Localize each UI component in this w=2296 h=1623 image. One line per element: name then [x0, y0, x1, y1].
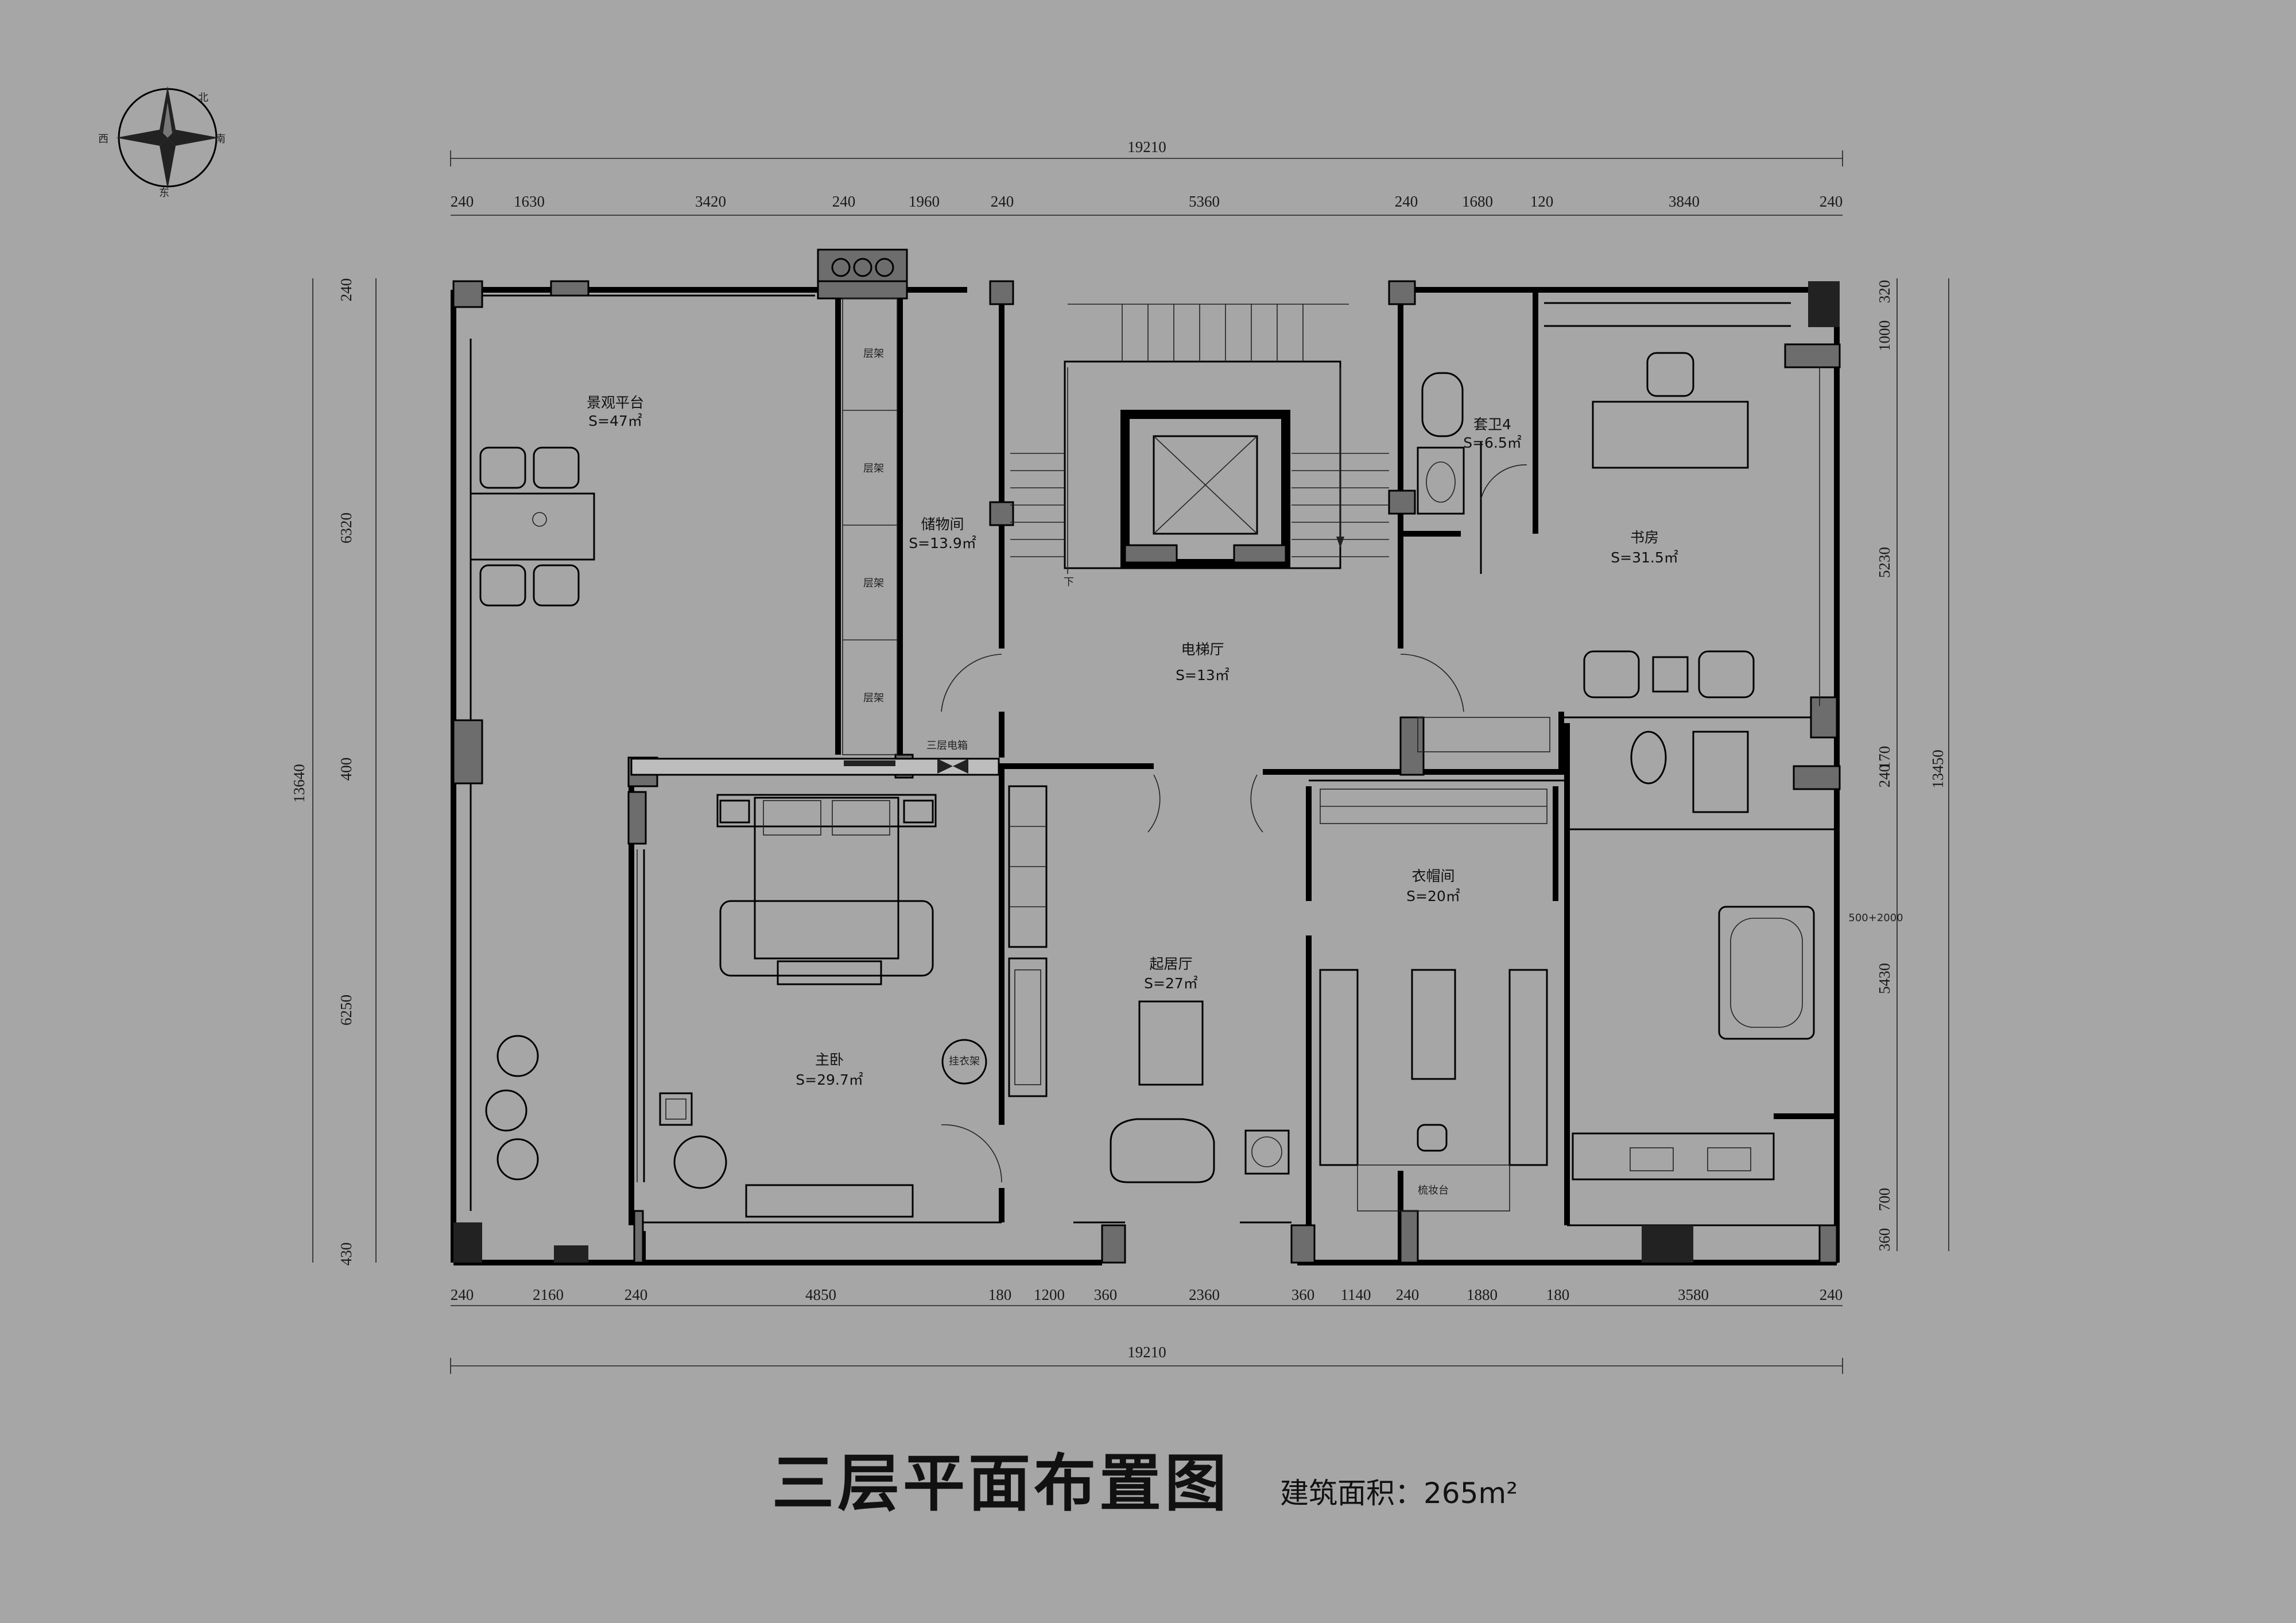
- living-furniture: [1073, 1000, 1292, 1224]
- top-dim-7: 5360: [1189, 193, 1220, 210]
- study-furniture: [1583, 352, 1820, 706]
- top-dim-1: 240: [451, 193, 474, 210]
- electric-panel-label: 三层电箱: [926, 740, 968, 752]
- top-dim-6: 240: [991, 193, 1014, 210]
- left-dim-3: 400: [338, 758, 355, 781]
- rack-label-4: 层架: [863, 692, 884, 704]
- bottom-dim-11: 240: [1396, 1286, 1420, 1303]
- bottom-dim-10: 1140: [1341, 1286, 1371, 1303]
- elevator-hall-area: S=13㎡: [1176, 667, 1230, 684]
- top-dim-9: 1680: [1462, 193, 1493, 210]
- compass-icon: [116, 86, 219, 189]
- right-dim-8: 360: [1876, 1228, 1893, 1252]
- bottom-dim-12: 1880: [1467, 1286, 1498, 1303]
- left-dim-5: 430: [338, 1243, 355, 1266]
- right-dim-1: 320: [1876, 280, 1893, 304]
- dimension-lines: [312, 150, 1949, 1374]
- stair-down-label: 下: [1064, 576, 1074, 588]
- bath-note-label: 500+2000: [1848, 912, 1903, 924]
- compass-east-label: 东: [159, 187, 169, 199]
- bottom-dim-14: 3580: [1678, 1286, 1709, 1303]
- top-dim-3: 3420: [695, 193, 726, 210]
- right-dim-4: 170: [1876, 746, 1893, 770]
- bath4-name: 套卫4: [1473, 416, 1511, 433]
- elevator: [1120, 410, 1290, 568]
- master-bedroom-name: 主卧: [815, 1051, 844, 1068]
- top-dim-11: 3840: [1669, 193, 1700, 210]
- closet-name: 衣帽间: [1411, 868, 1455, 884]
- bottom-dim-9: 360: [1292, 1286, 1315, 1303]
- bottom-total-dim: 19210: [1127, 1344, 1166, 1361]
- right-dim-2: 1000: [1876, 320, 1893, 351]
- rack-label-1: 层架: [863, 348, 884, 360]
- bath4-fixtures: [1417, 372, 1482, 574]
- electric-panel-icon: [937, 759, 968, 774]
- terrace-dining-set: [470, 446, 595, 607]
- terrace-area: S=47㎡: [588, 413, 642, 429]
- bottom-dim-7: 360: [1094, 1286, 1118, 1303]
- bathroom-fixtures: [1572, 731, 1815, 1181]
- compass-north-label: 北: [198, 92, 208, 104]
- top-dim-4: 240: [832, 193, 856, 210]
- coat-rack-label: 挂衣架: [949, 1055, 980, 1067]
- living-area: S=27㎡: [1144, 975, 1198, 992]
- master-bedroom-area: S=29.7㎡: [796, 1071, 863, 1088]
- top-dim-5: 1960: [909, 193, 940, 210]
- living-cabinets: [1008, 785, 1048, 1097]
- top-dim-12: 240: [1820, 193, 1843, 210]
- top-dim-10: 120: [1530, 193, 1554, 210]
- study-area: S=31.5㎡: [1611, 549, 1678, 566]
- bottom-dim-13: 180: [1546, 1286, 1570, 1303]
- bottom-dim-4: 4850: [805, 1286, 836, 1303]
- right-dim-3: 5230: [1876, 547, 1893, 578]
- right-dim-5: 240: [1876, 764, 1893, 788]
- closet-area: S=20㎡: [1406, 888, 1460, 904]
- bottom-dim-8: 2360: [1189, 1286, 1220, 1303]
- bottom-dim-5: 180: [988, 1286, 1012, 1303]
- building-area: 建筑面积：265m²: [1280, 1477, 1518, 1510]
- left-dim-2: 6320: [338, 512, 355, 543]
- master-bed: [637, 794, 987, 1218]
- bath4-area: S=6.5㎡: [1463, 434, 1522, 451]
- study-name: 书房: [1630, 529, 1659, 546]
- top-total-dim: 19210: [1127, 138, 1166, 156]
- storage-area: S=13.9㎡: [909, 535, 976, 552]
- right-dim-6: 5430: [1876, 963, 1893, 994]
- right-total-dim: 13450: [1929, 750, 1946, 789]
- door-swings: [941, 464, 1557, 1183]
- rack-label-2: 层架: [863, 463, 884, 475]
- left-total-dim: 13640: [290, 764, 308, 803]
- right-dim-7: 700: [1876, 1188, 1893, 1212]
- compass-south-label: 南: [215, 133, 226, 145]
- compass-west-label: 西: [98, 133, 108, 145]
- storage-shelves: [831, 258, 898, 755]
- bottom-dim-1: 240: [451, 1286, 474, 1303]
- terrace-name: 景观平台: [587, 394, 644, 411]
- terrace-lounge-chairs: [485, 1035, 539, 1181]
- left-dim-1: 240: [338, 278, 355, 302]
- left-dim-4: 6250: [338, 995, 355, 1026]
- top-dim-2: 1630: [514, 193, 545, 210]
- bottom-dim-3: 240: [625, 1286, 648, 1303]
- bottom-dim-6: 1200: [1034, 1286, 1065, 1303]
- storage-name: 储物间: [921, 516, 964, 533]
- bottom-dim-15: 240: [1820, 1286, 1843, 1303]
- top-dim-8: 240: [1395, 193, 1418, 210]
- elevator-hall-name: 电梯厅: [1181, 641, 1224, 658]
- plan-title: 三层平面布置图: [772, 1447, 1231, 1520]
- vanity-label: 梳妆台: [1418, 1185, 1449, 1197]
- rack-label-3: 层架: [863, 577, 884, 589]
- stair: [1010, 304, 1389, 574]
- bottom-dim-2: 2160: [533, 1286, 564, 1303]
- closet-fixtures: [1319, 717, 1550, 1212]
- living-name: 起居厅: [1149, 956, 1192, 972]
